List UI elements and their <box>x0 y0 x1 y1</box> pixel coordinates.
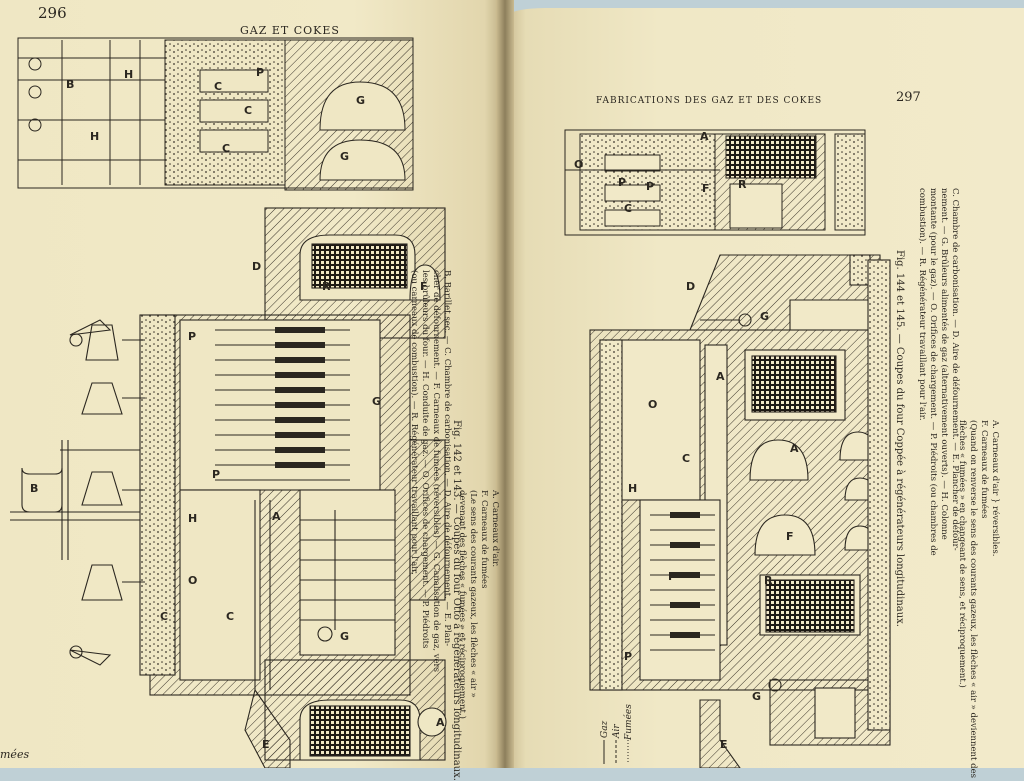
right-figure-caption-block: Fig. 144 et 145. — Coupes du four Coppée… <box>894 250 905 627</box>
fig-144-plan <box>564 129 866 236</box>
right-arrow-note-1: A. Carneaux d'air } réversibles. <box>990 420 1000 557</box>
fig-145-section <box>589 254 891 768</box>
right-figure-caption: Fig. 144 et 145. — Coupes du four Coppée… <box>894 250 905 627</box>
svg-text:G: G <box>760 310 769 323</box>
left-page-number: 296 <box>38 4 67 22</box>
svg-text:P: P <box>624 650 632 663</box>
svg-text:G: G <box>752 690 761 703</box>
svg-text:G: G <box>372 395 381 408</box>
bottom-left-fragment: mées <box>0 748 30 761</box>
left-figure-drawings: B H H C C C P G G D F R B P P O H A C G E A G C <box>10 37 447 768</box>
svg-text:F: F <box>702 182 710 195</box>
svg-text:P: P <box>668 570 676 583</box>
svg-text:A: A <box>716 370 725 383</box>
right-legend-line-4: combustion). — R. Régénérateur travailla… <box>917 188 927 421</box>
right-arrow-note-4: flèches « fumées » en changeant de sens,… <box>957 420 967 688</box>
book-gutter <box>496 0 514 768</box>
svg-text:F: F <box>786 530 794 543</box>
svg-text:E: E <box>720 738 728 751</box>
svg-text:A: A <box>436 716 445 729</box>
svg-text:A: A <box>790 442 799 455</box>
svg-text:R: R <box>322 280 331 293</box>
left-running-head: GAZ ET COKES <box>240 24 340 37</box>
svg-text:F: F <box>420 280 428 293</box>
svg-text:B: B <box>30 482 38 495</box>
fig-142-plan <box>17 37 414 191</box>
svg-text:C: C <box>214 80 222 93</box>
svg-text:G: G <box>340 150 349 163</box>
right-arrow-note-block: A. Carneaux d'air } réversibles. F. Carn… <box>956 420 1000 778</box>
fig-143-section <box>10 207 447 768</box>
svg-text:G: G <box>340 630 349 643</box>
svg-text:O: O <box>648 398 657 411</box>
svg-text:B: B <box>66 78 74 91</box>
svg-text:H: H <box>90 130 99 143</box>
flow-legend-air: Air <box>612 724 622 738</box>
flow-legend-arrows <box>603 740 629 764</box>
svg-text:C: C <box>160 610 168 623</box>
svg-text:P: P <box>256 66 264 79</box>
svg-text:H: H <box>188 512 197 525</box>
svg-text:D: D <box>252 260 261 273</box>
svg-text:A: A <box>700 130 709 143</box>
svg-text:D: D <box>686 280 695 293</box>
svg-text:P: P <box>618 176 626 189</box>
right-legend-line-3: montante (pour le gaz). — O. Orifices de… <box>928 188 938 556</box>
right-arrow-note-2: F. Carneaux de fumées <box>979 420 989 519</box>
svg-text:C: C <box>624 202 632 215</box>
svg-text:C: C <box>226 610 234 623</box>
flow-legend-fumees: Fumées <box>624 704 634 740</box>
svg-text:R: R <box>764 574 773 587</box>
svg-text:H: H <box>628 482 637 495</box>
svg-text:P: P <box>188 330 196 343</box>
svg-text:P: P <box>212 468 220 481</box>
right-legend-line-2: nement. — G. Brûleurs alimentés de gaz (… <box>939 188 949 540</box>
svg-text:C: C <box>682 452 690 465</box>
right-arrow-note-3: (Quand on renverse le sens des courants … <box>968 420 978 778</box>
flow-legend-gaz: Gaz <box>600 720 610 738</box>
svg-text:R: R <box>738 178 747 191</box>
left-figure-letter-labels: B H H C C C P G G D F R B P P O H A C G E A G C <box>30 66 445 751</box>
svg-text:O: O <box>188 574 197 587</box>
svg-text:O: O <box>574 158 583 171</box>
svg-text:E: E <box>262 738 270 751</box>
svg-text:C: C <box>244 104 252 117</box>
svg-text:H: H <box>124 68 133 81</box>
svg-text:A: A <box>272 510 281 523</box>
svg-text:C: C <box>222 142 230 155</box>
right-page-number: 297 <box>896 90 921 105</box>
svg-text:G: G <box>356 94 365 107</box>
svg-text:P: P <box>646 180 654 193</box>
right-legend-block: C. Chambre de carbonisation. — D. Aire d… <box>916 188 960 556</box>
right-running-head: FABRICATIONS DES GAZ ET DES COKES <box>596 96 823 106</box>
